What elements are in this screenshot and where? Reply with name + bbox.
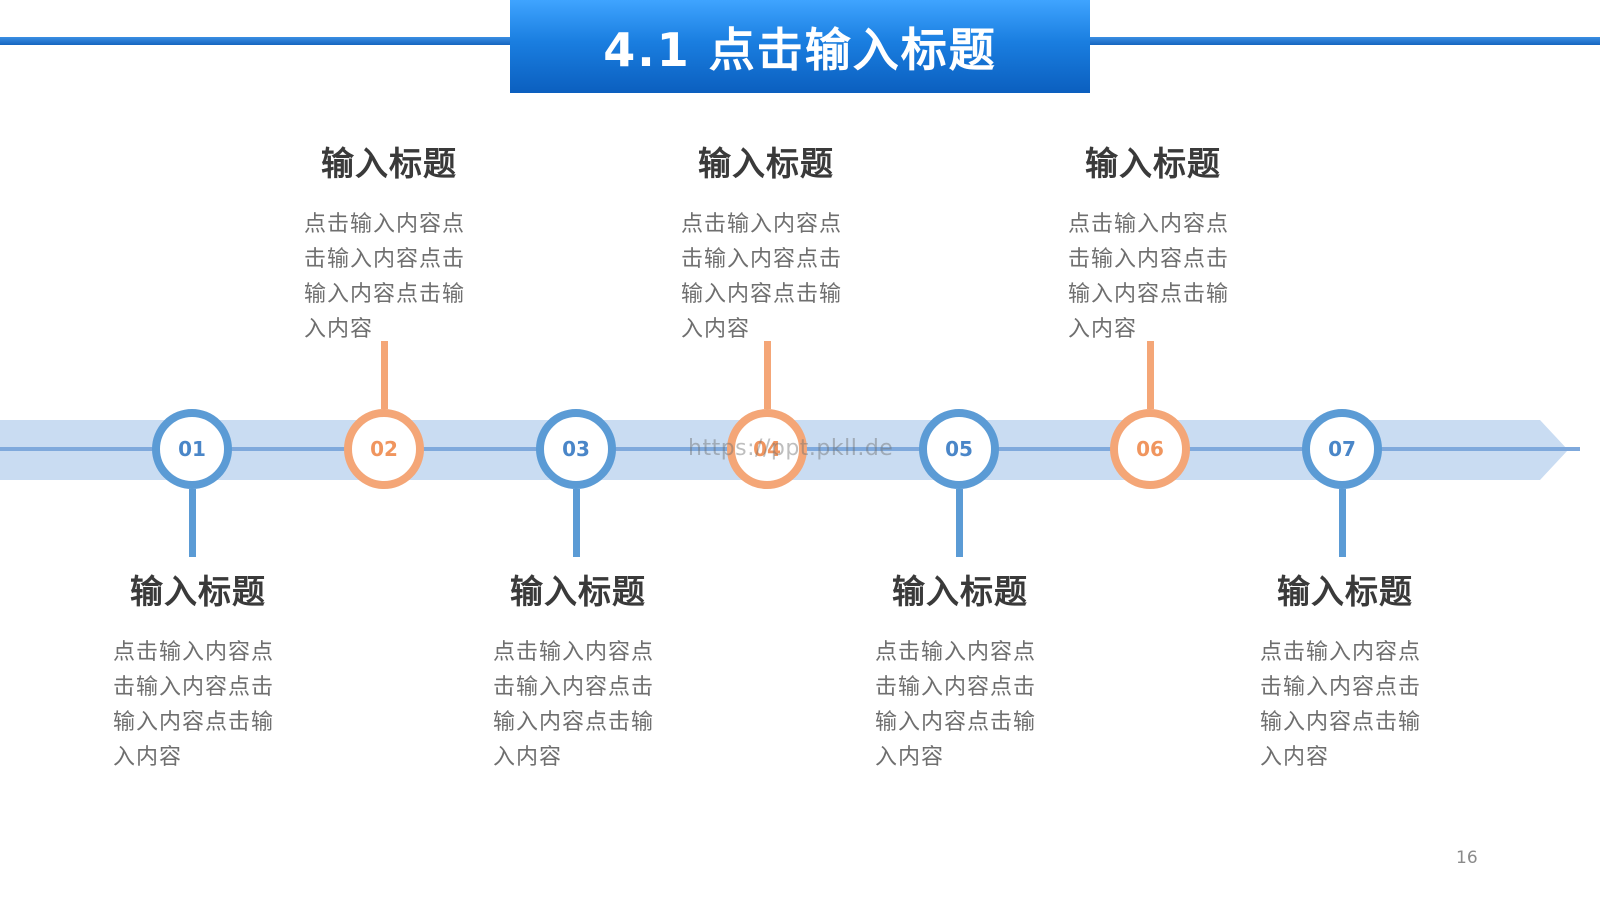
step-07-number: 07 [1328,437,1356,461]
page-number: 16 [1456,848,1478,868]
step-04-body: 点击输入内容点击输入内容点击输入内容点击输入内容 [681,212,843,342]
step-04-node: 04 [727,409,807,489]
step-04-number: 04 [753,437,781,461]
step-02-node: 02 [344,409,424,489]
step-06-block: 输入标题 点击输入内容点击输入内容点击输入内容点击输入内容 [1068,137,1238,347]
step-07-stem [1339,489,1346,557]
step-04-heading: 输入标题 [698,144,834,183]
slide-title-banner: 4.1 点击输入标题 [510,0,1090,93]
header-rule-left [0,37,510,45]
header-rule-right [1090,37,1600,45]
step-03-stem [573,489,580,557]
step-06-node: 06 [1110,409,1190,489]
step-02-heading: 输入标题 [321,144,457,183]
step-01-heading: 输入标题 [130,572,266,611]
step-06-body: 点击输入内容点击输入内容点击输入内容点击输入内容 [1068,212,1230,342]
step-05-stem [956,489,963,557]
step-01-number: 01 [178,437,206,461]
step-05-node: 05 [919,409,999,489]
step-01-body: 点击输入内容点击输入内容点击输入内容点击输入内容 [113,640,275,770]
step-06-heading: 输入标题 [1085,144,1221,183]
step-01-block: 输入标题 点击输入内容点击输入内容点击输入内容点击输入内容 [113,565,283,775]
step-03-block: 输入标题 点击输入内容点击输入内容点击输入内容点击输入内容 [493,565,663,775]
step-01-node: 01 [152,409,232,489]
step-06-stem [1147,341,1154,409]
step-04-block: 输入标题 点击输入内容点击输入内容点击输入内容点击输入内容 [681,137,851,347]
step-02-block: 输入标题 点击输入内容点击输入内容点击输入内容点击输入内容 [304,137,474,347]
step-02-body: 点击输入内容点击输入内容点击输入内容点击输入内容 [304,212,466,342]
step-03-body: 点击输入内容点击输入内容点击输入内容点击输入内容 [493,640,655,770]
step-05-body: 点击输入内容点击输入内容点击输入内容点击输入内容 [875,640,1037,770]
step-01-stem [189,489,196,557]
step-03-number: 03 [562,437,590,461]
step-05-heading: 输入标题 [892,572,1028,611]
step-03-node: 03 [536,409,616,489]
step-07-heading: 输入标题 [1277,572,1413,611]
step-07-node: 07 [1302,409,1382,489]
slide-title: 4.1 点击输入标题 [603,22,997,77]
watermark-text: https://ppt.pkll.de [688,436,894,461]
step-02-number: 02 [370,437,398,461]
step-07-block: 输入标题 点击输入内容点击输入内容点击输入内容点击输入内容 [1260,565,1430,775]
step-04-stem [764,341,771,409]
step-07-body: 点击输入内容点击输入内容点击输入内容点击输入内容 [1260,640,1422,770]
step-05-block: 输入标题 点击输入内容点击输入内容点击输入内容点击输入内容 [875,565,1045,775]
step-03-heading: 输入标题 [510,572,646,611]
step-02-stem [381,341,388,409]
step-05-number: 05 [945,437,973,461]
step-06-number: 06 [1136,437,1164,461]
